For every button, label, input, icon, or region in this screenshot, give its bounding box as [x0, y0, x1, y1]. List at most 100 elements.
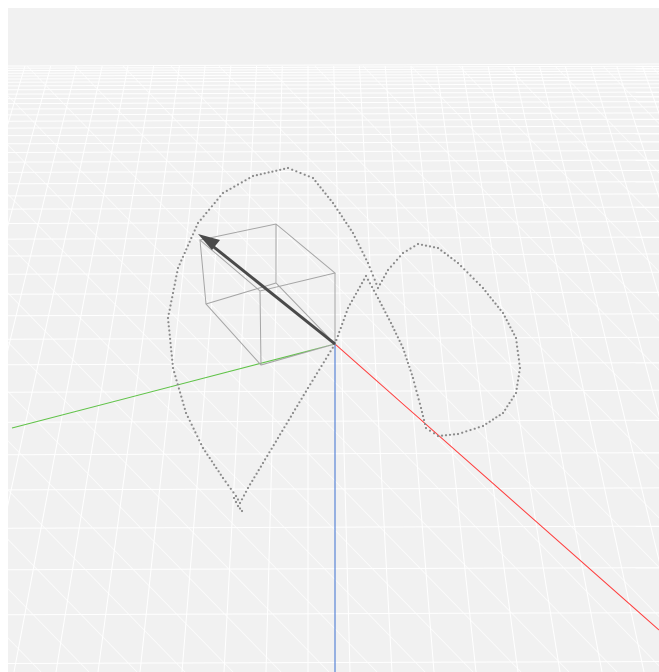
trajectory-point	[168, 333, 171, 336]
grid-line	[8, 253, 659, 257]
trajectory-point	[389, 321, 393, 325]
trajectory-point	[208, 208, 211, 211]
trajectory-point	[201, 446, 205, 450]
trajectory-point	[229, 487, 232, 490]
scene-canvas[interactable]	[8, 8, 659, 672]
trajectory-point	[380, 279, 384, 282]
trajectory-point	[419, 406, 423, 410]
trajectory-point	[498, 414, 501, 417]
grid-line	[97, 65, 180, 672]
trajectory-point	[248, 177, 251, 180]
trajectory-point	[380, 304, 383, 307]
trajectory-point	[268, 451, 271, 454]
trajectory-point	[259, 173, 262, 176]
trajectory-point	[514, 391, 518, 395]
trajectory-point	[428, 245, 432, 248]
trajectory-point	[391, 325, 394, 328]
grid-line	[333, 65, 351, 672]
grid-line	[8, 525, 659, 529]
3d-scene-viewport[interactable]	[8, 8, 659, 672]
trajectory-point	[322, 361, 325, 364]
grid-line	[8, 538, 138, 672]
grid-line	[181, 65, 232, 672]
trajectory-point	[448, 433, 452, 436]
trajectory-point	[413, 381, 416, 384]
trajectory-point	[516, 349, 519, 352]
trajectory-point	[249, 483, 252, 486]
trajectory-point	[516, 383, 519, 386]
trajectory-point	[279, 433, 282, 436]
trajectory-point	[171, 366, 175, 370]
trajectory-point	[514, 336, 518, 340]
trajectory-point	[372, 289, 376, 292]
trajectory-point	[287, 419, 290, 422]
trajectory-point	[185, 248, 188, 251]
trajectory-point	[446, 254, 450, 257]
trajectory-point	[505, 319, 508, 322]
trajectory-point	[398, 255, 402, 258]
y-axis-line	[11, 343, 336, 429]
trajectory-point	[181, 399, 184, 402]
trajectory-point	[180, 259, 183, 262]
trajectory-point	[354, 292, 358, 295]
trajectory-point	[257, 469, 260, 472]
trajectory-point	[283, 426, 286, 429]
trajectory-point	[216, 198, 219, 201]
trajectory-point	[285, 422, 288, 425]
trajectory-point	[424, 426, 428, 430]
trajectory-point	[236, 504, 240, 508]
trajectory-point	[460, 265, 463, 268]
trajectory-point	[440, 249, 443, 252]
trajectory-point	[168, 308, 171, 311]
trajectory-point	[213, 201, 216, 205]
grid-line	[8, 150, 659, 153]
trajectory-point	[496, 305, 500, 308]
grid-line	[8, 65, 26, 126]
trajectory-point	[368, 282, 372, 285]
grid-line	[487, 65, 603, 672]
wireframe-cube	[198, 223, 337, 366]
trajectory-point	[329, 350, 332, 353]
trajectory-point	[206, 453, 209, 456]
trajectory-point	[410, 373, 413, 376]
grid-line	[436, 65, 519, 672]
trajectory-point	[225, 189, 228, 192]
trajectory-point	[283, 167, 286, 170]
trajectory-point	[511, 329, 514, 332]
trajectory-point	[236, 498, 240, 501]
trajectory-point	[404, 354, 407, 357]
grid-line	[8, 118, 659, 122]
trajectory-point	[281, 429, 284, 432]
trajectory-point	[188, 419, 191, 422]
grid-line	[8, 236, 659, 240]
trajectory-point	[251, 479, 254, 482]
grid-line	[122, 65, 659, 618]
trajectory-point	[481, 424, 485, 428]
grid-line	[410, 65, 477, 672]
trajectory-point	[304, 390, 307, 393]
trajectory-point	[396, 336, 399, 339]
trajectory-point	[518, 366, 522, 370]
grid-line	[8, 487, 659, 491]
grid-line	[55, 65, 155, 672]
trajectory-point	[240, 181, 243, 184]
trajectory-point	[188, 240, 191, 243]
trajectory-point	[246, 486, 250, 490]
trajectory-point	[489, 296, 492, 299]
grid-line	[170, 65, 659, 568]
trajectory-point	[409, 369, 412, 372]
trajectory-point	[352, 296, 356, 299]
trajectory-point	[221, 476, 225, 480]
trajectory-point	[517, 358, 520, 361]
trajectory-point	[428, 429, 432, 432]
trajectory-point	[488, 420, 491, 423]
trajectory-point	[355, 239, 358, 242]
trajectory-point	[311, 379, 314, 382]
trajectory-point	[244, 179, 247, 182]
trajectory-point	[227, 484, 230, 487]
trajectory-point	[170, 354, 173, 357]
trajectory-point	[193, 229, 196, 232]
trajectory-point	[298, 401, 301, 404]
trajectory-point	[364, 274, 368, 278]
trajectory-point	[345, 310, 348, 314]
